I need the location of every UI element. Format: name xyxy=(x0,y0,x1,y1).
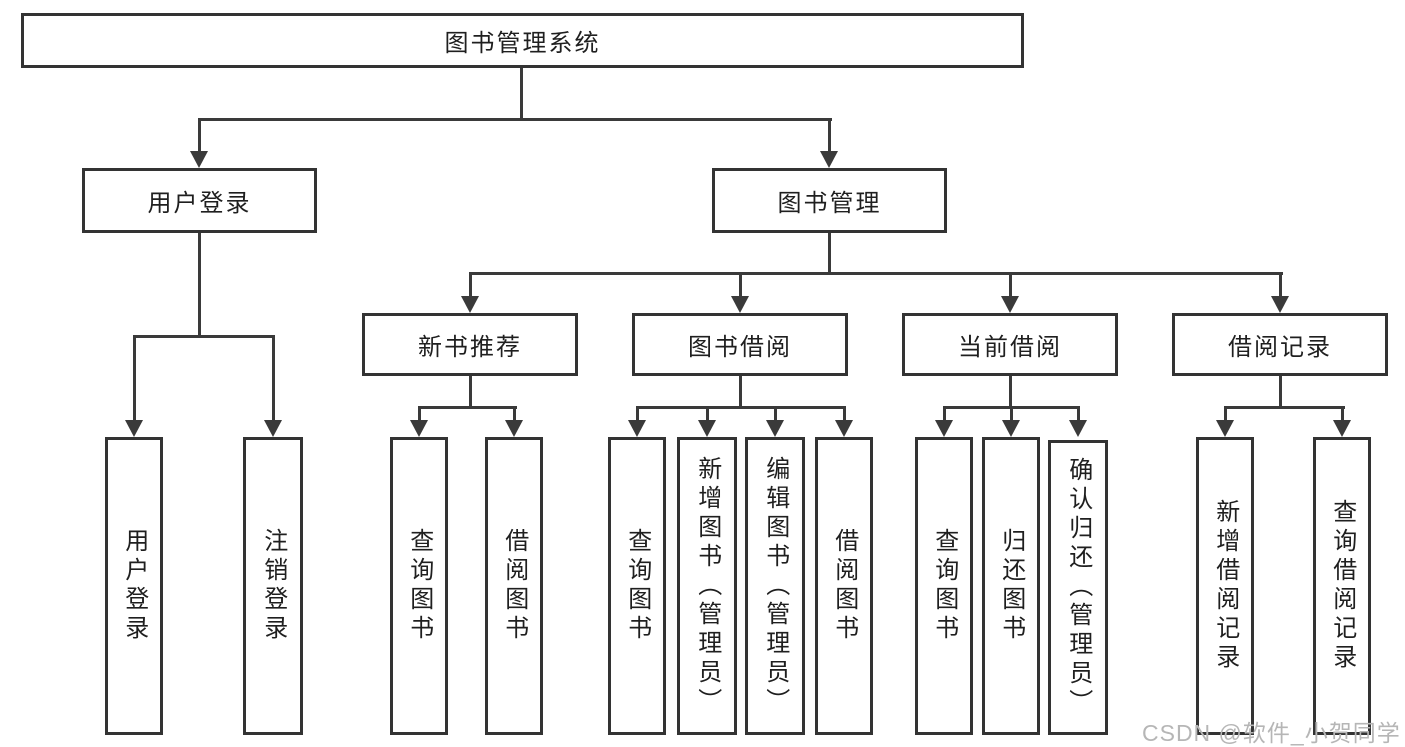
arrow-down-icon xyxy=(820,151,838,168)
node-label: 查询图书 xyxy=(930,528,958,644)
leaf-rec-borrow-book: 借阅图书 xyxy=(485,437,543,735)
node-label: 查询图书 xyxy=(405,528,433,644)
leaf-bb-edit-book-admin: 编辑图书（管理员） xyxy=(745,437,805,735)
connector-newbook-stem xyxy=(469,376,472,406)
node-label: 图书借阅 xyxy=(688,334,792,361)
node-label: 借阅图书 xyxy=(500,528,528,644)
node-label: 归还图书 xyxy=(997,528,1025,644)
connector-arrow-stem xyxy=(1009,272,1012,296)
leaf-cb-confirm-return-admin: 确认归还（管理员） xyxy=(1048,440,1108,735)
connector-root-stem xyxy=(520,68,523,118)
arrow-down-icon xyxy=(190,151,208,168)
connector-bookborrow-hbar xyxy=(637,406,846,409)
leaf-rec-query-book: 查询图书 xyxy=(390,437,448,735)
node-label: 新书推荐 xyxy=(418,334,522,361)
arrow-down-icon xyxy=(1216,420,1234,437)
connector-bookmgmt-hbar xyxy=(470,272,1283,275)
node-label: 编辑图书（管理员） xyxy=(761,455,789,717)
node-label: 借阅记录 xyxy=(1228,334,1332,361)
connector-arrow-stem xyxy=(469,272,472,296)
connector-userlogin-stem xyxy=(198,233,201,335)
connector-arrow-stem xyxy=(943,406,946,420)
node-user-login: 用户登录 xyxy=(82,168,317,233)
arrow-down-icon xyxy=(505,420,523,437)
arrow-down-icon xyxy=(935,420,953,437)
leaf-cb-return-book: 归还图书 xyxy=(982,437,1040,735)
connector-arrow-stem xyxy=(133,335,136,420)
connector-arrow-stem xyxy=(198,118,201,151)
node-label: 当前借阅 xyxy=(958,334,1062,361)
connector-currentborrow-stem xyxy=(1009,376,1012,406)
connector-bookmgmt-stem xyxy=(828,233,831,272)
arrow-down-icon xyxy=(1002,420,1020,437)
connector-arrow-stem xyxy=(1010,406,1013,420)
node-label: 图书管理 xyxy=(777,190,882,217)
connector-root-hbar xyxy=(199,118,832,121)
connector-arrow-stem xyxy=(1341,406,1344,420)
node-label: 查询借阅记录 xyxy=(1328,499,1356,673)
node-label: 注销登录 xyxy=(259,528,287,644)
node-label: 图书管理系统 xyxy=(444,30,601,57)
connector-arrow-stem xyxy=(1279,272,1282,296)
connector-arrow-stem xyxy=(418,406,421,420)
arrow-down-icon xyxy=(1271,296,1289,313)
arrow-down-icon xyxy=(731,296,749,313)
connector-arrow-stem xyxy=(1077,406,1080,420)
connector-arrow-stem xyxy=(272,335,275,420)
arrow-down-icon xyxy=(835,420,853,437)
arrow-down-icon xyxy=(1069,420,1087,437)
leaf-br-query-record: 查询借阅记录 xyxy=(1313,437,1371,735)
leaf-br-add-record: 新增借阅记录 xyxy=(1196,437,1254,735)
connector-arrow-stem xyxy=(513,406,516,420)
leaf-bb-borrow-book: 借阅图书 xyxy=(815,437,873,735)
arrow-down-icon xyxy=(1333,420,1351,437)
leaf-logout: 注销登录 xyxy=(243,437,303,735)
node-label: 新增借阅记录 xyxy=(1211,499,1239,673)
node-label: 新增图书（管理员） xyxy=(693,455,721,717)
connector-arrow-stem xyxy=(636,406,639,420)
arrow-down-icon xyxy=(125,420,143,437)
arrow-down-icon xyxy=(628,420,646,437)
node-book-borrow: 图书借阅 xyxy=(632,313,848,376)
leaf-user-login: 用户登录 xyxy=(105,437,163,735)
node-label: 用户登录 xyxy=(120,528,148,644)
csdn-watermark: CSDN @软件_小贺同学 xyxy=(1142,720,1401,746)
arrow-down-icon xyxy=(461,296,479,313)
connector-arrow-stem xyxy=(774,406,777,420)
node-new-book-recommend: 新书推荐 xyxy=(362,313,578,376)
connector-bookborrow-stem xyxy=(739,376,742,406)
connector-borrowrecord-hbar xyxy=(1225,406,1345,409)
connector-arrow-stem xyxy=(739,272,742,296)
arrow-down-icon xyxy=(766,420,784,437)
connector-arrow-stem xyxy=(828,118,831,151)
connector-arrow-stem xyxy=(1224,406,1227,420)
arrow-down-icon xyxy=(410,420,428,437)
connector-arrow-stem xyxy=(706,406,709,420)
leaf-cb-query-book: 查询图书 xyxy=(915,437,973,735)
node-borrow-record: 借阅记录 xyxy=(1172,313,1388,376)
node-book-management: 图书管理 xyxy=(712,168,947,233)
arrow-down-icon xyxy=(264,420,282,437)
node-label: 用户登录 xyxy=(147,190,252,217)
node-label: 查询图书 xyxy=(623,528,651,644)
connector-arrow-stem xyxy=(843,406,846,420)
node-label: 确认归还（管理员） xyxy=(1064,457,1092,718)
node-current-borrow: 当前借阅 xyxy=(902,313,1118,376)
connector-userlogin-hbar xyxy=(134,335,275,338)
node-label: 借阅图书 xyxy=(830,528,858,644)
leaf-bb-query-book: 查询图书 xyxy=(608,437,666,735)
connector-newbook-hbar xyxy=(419,406,517,409)
leaf-bb-add-book-admin: 新增图书（管理员） xyxy=(677,437,737,735)
connector-borrowrecord-stem xyxy=(1279,376,1282,406)
arrow-down-icon xyxy=(698,420,716,437)
arrow-down-icon xyxy=(1001,296,1019,313)
node-root-library-system: 图书管理系统 xyxy=(21,13,1024,68)
